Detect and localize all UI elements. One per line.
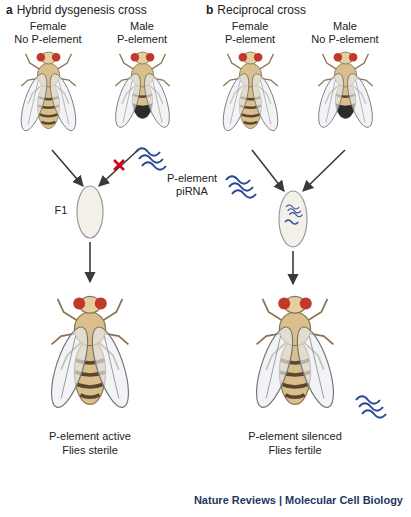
annotation-label: F1 (51, 204, 71, 217)
annotation-label: No P-element (6, 33, 90, 46)
annotation-label: Male (100, 20, 184, 33)
caption: Nature Reviews | Molecular Cell Biology (103, 494, 403, 507)
annotation-label: Female (6, 20, 90, 33)
annotation-label: Flies sterile (30, 444, 150, 457)
female-fly (16, 52, 81, 133)
development-arrow (89, 242, 91, 282)
annotation-label: No P-element (303, 33, 387, 46)
pirna-squiggle (285, 220, 298, 224)
block-cross (114, 160, 124, 170)
pirna-squiggle (226, 176, 256, 198)
panel-heading: Reciprocal cross (217, 4, 387, 17)
cross-arrow (52, 150, 83, 186)
annotation-label: P-element (100, 33, 184, 46)
annotation-label: P-element piRNA (163, 172, 221, 198)
panel-heading: a (6, 4, 13, 17)
cross-arrow (303, 150, 345, 191)
annotation-label: Flies fertile (230, 444, 360, 457)
annotation-label: Female (208, 20, 292, 33)
male-fly (313, 52, 377, 130)
annotation-label: P-element active (30, 430, 150, 443)
cross-arrow (252, 150, 284, 191)
annotation-label: P-element (208, 33, 292, 46)
male-fly (110, 52, 174, 130)
pirna-squiggle (286, 205, 303, 217)
egg (77, 186, 103, 238)
female-fly (218, 52, 283, 133)
panel-heading: b (206, 4, 213, 17)
cross-arrow (99, 150, 138, 186)
offspring-fly (44, 296, 136, 411)
annotation-label: Male (303, 20, 387, 33)
panel-heading: Hybrid dysgenesis cross (17, 4, 187, 17)
pirna-squiggle (356, 396, 386, 418)
annotation-label: P-element silenced (230, 430, 360, 443)
pirna-squiggle (136, 148, 166, 170)
development-arrow (292, 251, 294, 284)
offspring-fly (249, 296, 341, 411)
egg (279, 191, 307, 247)
